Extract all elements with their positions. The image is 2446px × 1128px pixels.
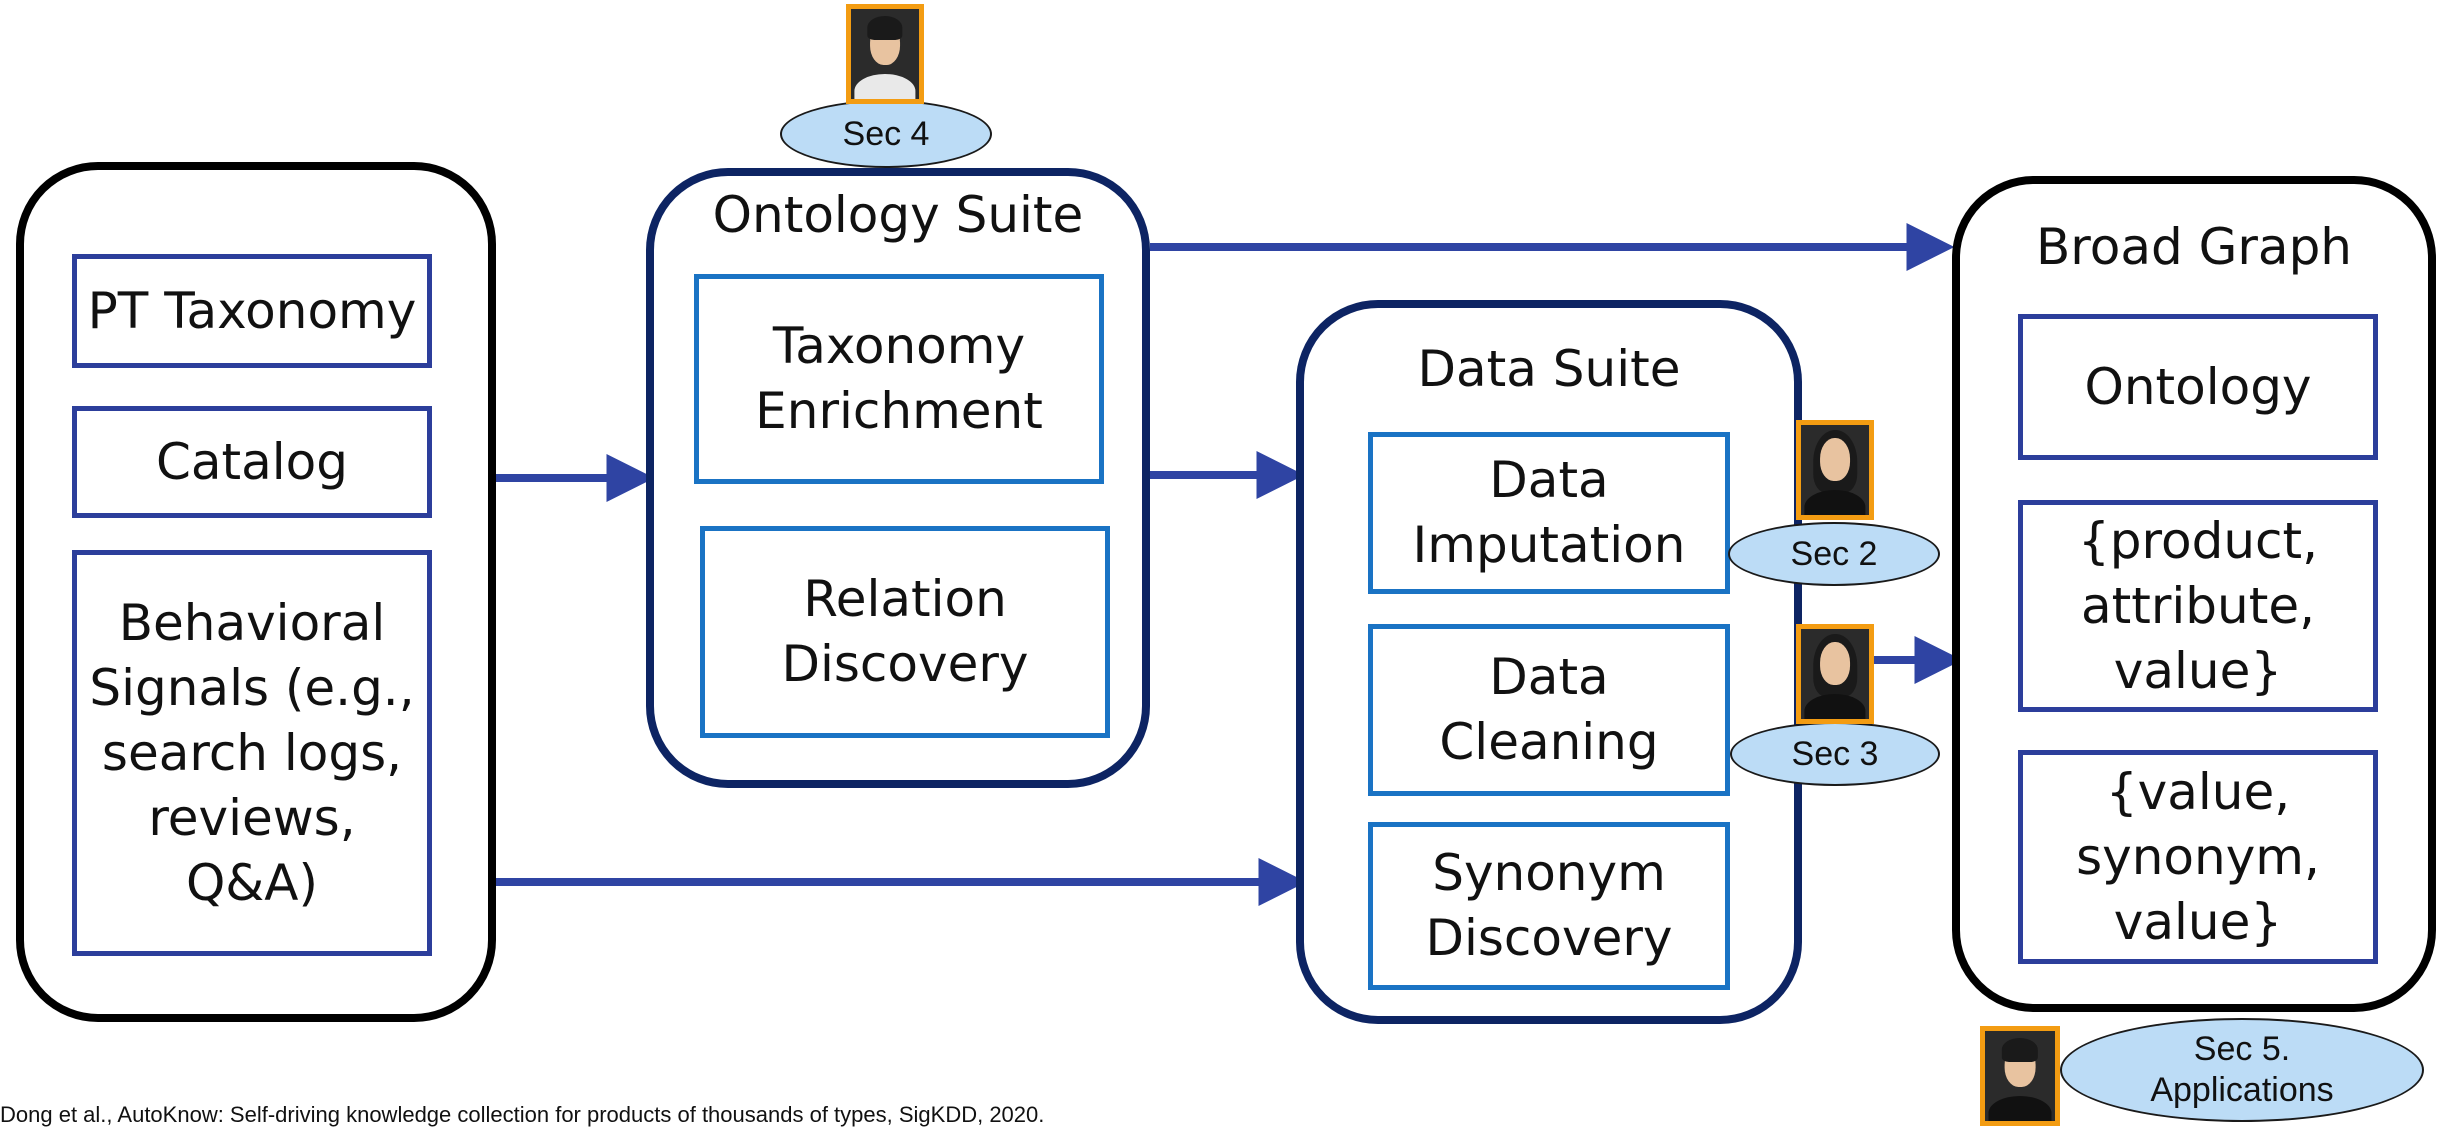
sec-4-badge: Sec 4	[780, 100, 992, 168]
data-imputation-box: Data Imputation	[1368, 432, 1730, 594]
data-cleaning-box: Data Cleaning	[1368, 624, 1730, 796]
ontology-suite-title: Ontology Suite	[712, 186, 1084, 244]
author-photo-sec-5	[1980, 1026, 2060, 1126]
sec-3-badge: Sec 3	[1730, 722, 1940, 786]
sec-5-applications-badge: Sec 5. Applications	[2060, 1018, 2424, 1122]
synonym-discovery-box: Synonym Discovery	[1368, 822, 1730, 990]
author-photo-sec-2	[1796, 420, 1874, 520]
sec-2-badge: Sec 2	[1728, 522, 1940, 586]
author-photo-sec-3	[1796, 624, 1874, 724]
pt-taxonomy-box: PT Taxonomy	[72, 254, 432, 368]
value-synonym-value-box: {value, synonym, value}	[2018, 750, 2378, 964]
author-photo-sec-4	[846, 4, 924, 104]
ontology-box: Ontology	[2018, 314, 2378, 460]
broad-graph-title: Broad Graph	[2036, 218, 2352, 276]
catalog-box: Catalog	[72, 406, 432, 518]
data-suite-title: Data Suite	[1417, 340, 1681, 398]
behavioral-signals-box: Behavioral Signals (e.g., search logs, r…	[72, 550, 432, 956]
relation-discovery-box: Relation Discovery	[700, 526, 1110, 738]
citation-footnote: Dong et al., AutoKnow: Self-driving know…	[0, 1102, 1045, 1127]
taxonomy-enrichment-box: Taxonomy Enrichment	[694, 274, 1104, 484]
product-attribute-value-box: {product, attribute, value}	[2018, 500, 2378, 712]
